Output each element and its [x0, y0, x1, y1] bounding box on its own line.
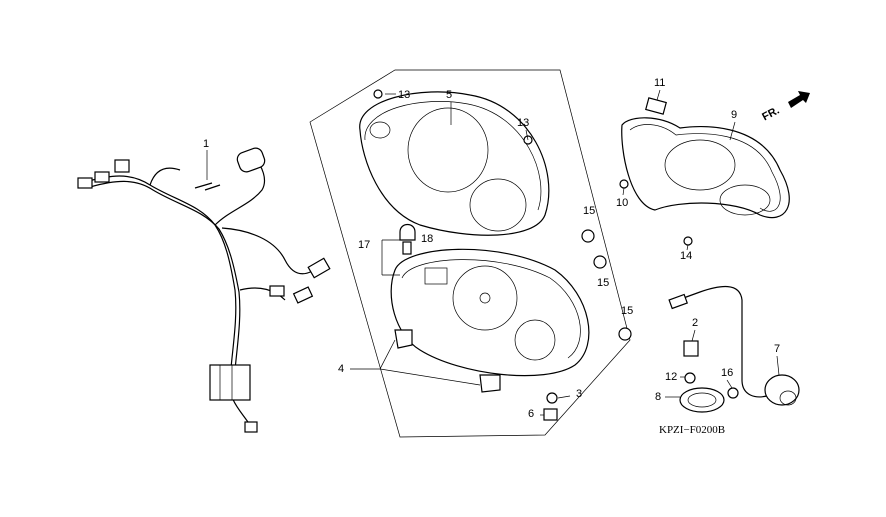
callout-13: 13: [517, 117, 530, 129]
wire-harness-drawing: [77, 147, 331, 433]
leader-lines: [206, 89, 780, 416]
callout-14: 14: [680, 250, 693, 262]
meter-assembly-drawing: [390, 223, 590, 393]
callout-6: 6: [528, 408, 535, 420]
front-arrow-icon: [788, 91, 810, 108]
callout-3: 3: [576, 388, 583, 400]
callout-16: 16: [721, 367, 734, 379]
meter-visor-drawing: [621, 97, 790, 219]
callout-5: 5: [446, 89, 453, 101]
callout-11: 11: [654, 77, 666, 89]
callout-8: 8: [655, 391, 662, 403]
callout-10: 10: [616, 197, 629, 209]
callout-1: 1: [203, 138, 210, 150]
callout-13: 13: [398, 89, 411, 101]
callout-15: 15: [597, 277, 610, 289]
callout-18: 18: [421, 233, 434, 245]
reference-code: KPZI−F0200B: [659, 424, 726, 436]
callout-15: 15: [583, 205, 596, 217]
callout-12: 12: [665, 371, 678, 383]
callout-4: 4: [338, 363, 345, 375]
callout-17: 17: [358, 239, 371, 251]
callout-2: 2: [692, 317, 699, 329]
callout-7: 7: [774, 343, 781, 355]
callout-9: 9: [731, 109, 738, 121]
callout-15: 15: [621, 305, 634, 317]
meter-cover-drawing: [359, 91, 550, 236]
speed-sensor-drawing: [668, 286, 800, 413]
assembly-outline: [309, 69, 631, 438]
